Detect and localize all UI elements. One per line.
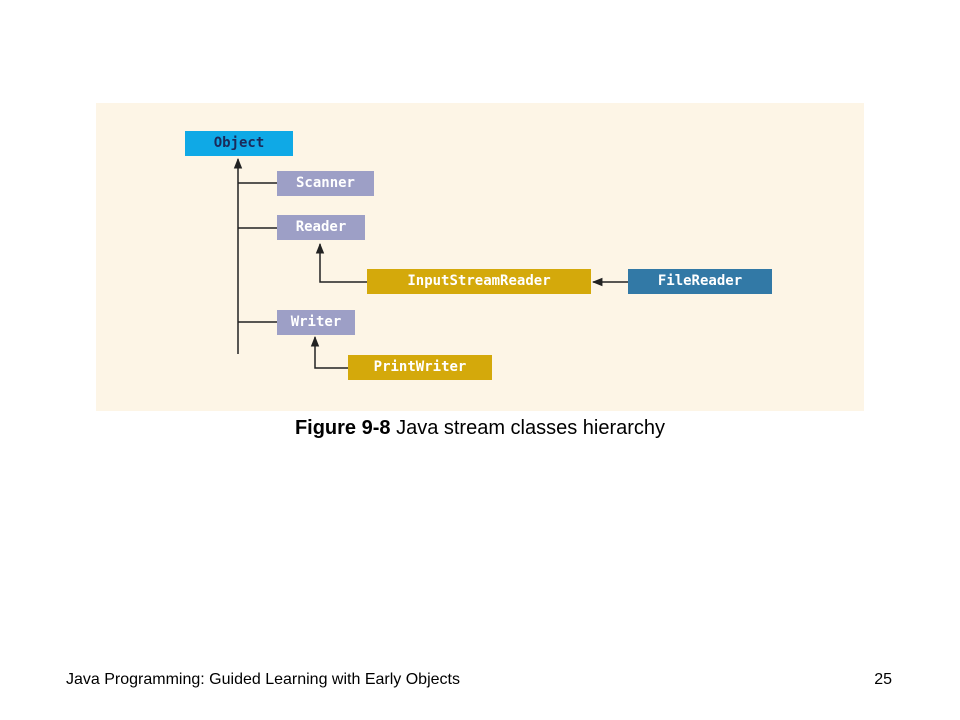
class-box-inputstreamreader: InputStreamReader — [367, 269, 591, 294]
figure-caption: Figure 9-8 Java stream classes hierarchy — [0, 417, 960, 440]
footer-page-number: 25 — [874, 671, 892, 688]
class-box-filereader: FileReader — [628, 269, 772, 294]
class-box-object: Object — [185, 131, 293, 156]
class-box-printwriter: PrintWriter — [348, 355, 492, 380]
class-box-reader: Reader — [277, 215, 365, 240]
class-box-writer: Writer — [277, 310, 355, 335]
footer-book-title: Java Programming: Guided Learning with E… — [66, 671, 460, 688]
figure-caption-number: Figure 9-8 — [294, 417, 391, 439]
figure-caption-text: Java stream classes hierarchy — [390, 417, 666, 439]
class-box-scanner: Scanner — [277, 171, 374, 196]
